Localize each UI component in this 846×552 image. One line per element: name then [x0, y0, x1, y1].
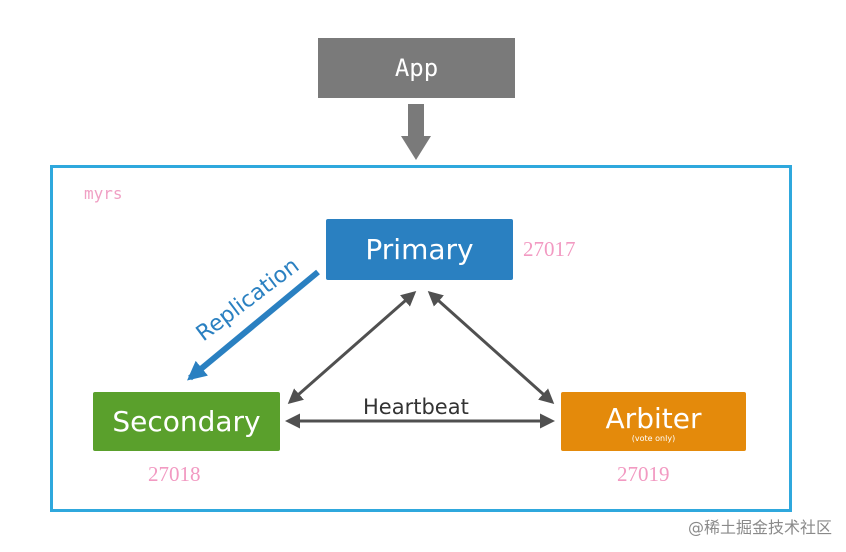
heartbeat-label: Heartbeat [363, 395, 469, 419]
watermark-text: @稀土掘金技术社区 [687, 518, 832, 537]
arbiter-port: 27019 [617, 462, 670, 486]
secondary-node-label: Secondary [112, 405, 261, 438]
app-down-arrow [401, 104, 431, 160]
secondary-port: 27018 [148, 462, 201, 486]
app-node-label: App [394, 54, 439, 82]
replica-set-name: myrs [84, 184, 123, 203]
arbiter-node-label: Arbiter [605, 401, 702, 435]
arbiter-node-note: (vote only) [631, 433, 676, 443]
secondary-node: Secondary [93, 392, 280, 451]
arbiter-node: Arbiter (vote only) [561, 392, 746, 451]
heartbeat-primary-secondary-arrow [287, 291, 417, 404]
app-node: App [318, 38, 515, 98]
primary-node-label: Primary [365, 233, 474, 266]
primary-node: Primary [326, 219, 513, 280]
primary-port: 27017 [523, 237, 576, 261]
replication-arrow [187, 269, 320, 381]
heartbeat-primary-arbiter-arrow [427, 291, 555, 404]
replica-set-frame [50, 165, 792, 512]
